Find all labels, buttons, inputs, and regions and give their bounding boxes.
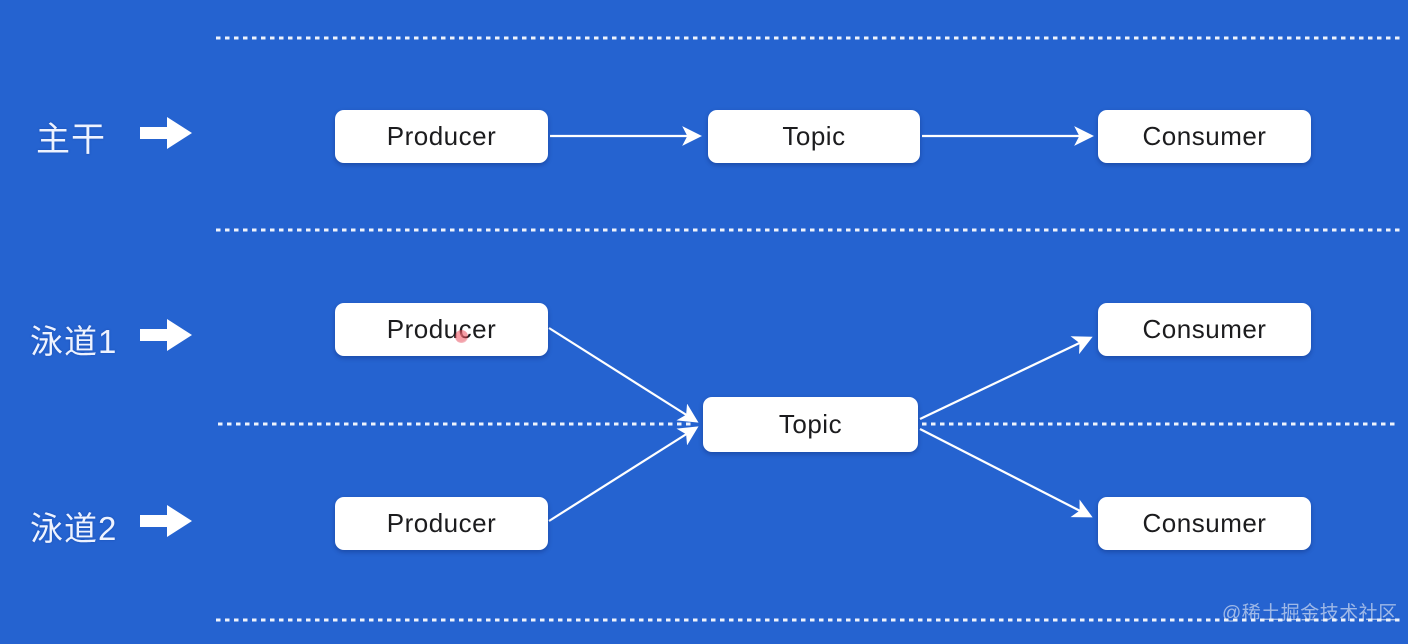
flow-arrow-lane1-producer-to-topic: [548, 327, 699, 423]
node-consumer-lane1: Consumer: [1098, 303, 1311, 356]
node-topic-shared: Topic: [703, 397, 918, 452]
node-consumer-lane2: Consumer: [1098, 497, 1311, 550]
lane-label-main: 主干: [36, 121, 106, 159]
node-producer-lane1: Producer: [335, 303, 548, 356]
flow-arrow-lane2-producer-to-topic: [548, 426, 699, 522]
flow-arrow-topic-to-lane1-consumer: [919, 336, 1093, 420]
lane-arrow-icon-lane2: [140, 505, 192, 537]
watermark: @稀土掘金技术社区: [1222, 603, 1398, 624]
lane-arrow-icon-main: [140, 117, 192, 149]
lane-label-lane2: 泳道2: [30, 510, 118, 547]
laser-pointer-dot: [455, 330, 468, 343]
node-producer-lane2: Producer: [335, 497, 548, 550]
node-producer-main: Producer: [335, 110, 548, 163]
node-topic-main: Topic: [708, 110, 920, 163]
node-consumer-main: Consumer: [1098, 110, 1311, 163]
lane-arrow-icon-lane1: [140, 319, 192, 351]
lane-label-lane1: 泳道1: [30, 323, 118, 360]
flow-arrow-topic-to-lane2-consumer: [919, 428, 1093, 518]
